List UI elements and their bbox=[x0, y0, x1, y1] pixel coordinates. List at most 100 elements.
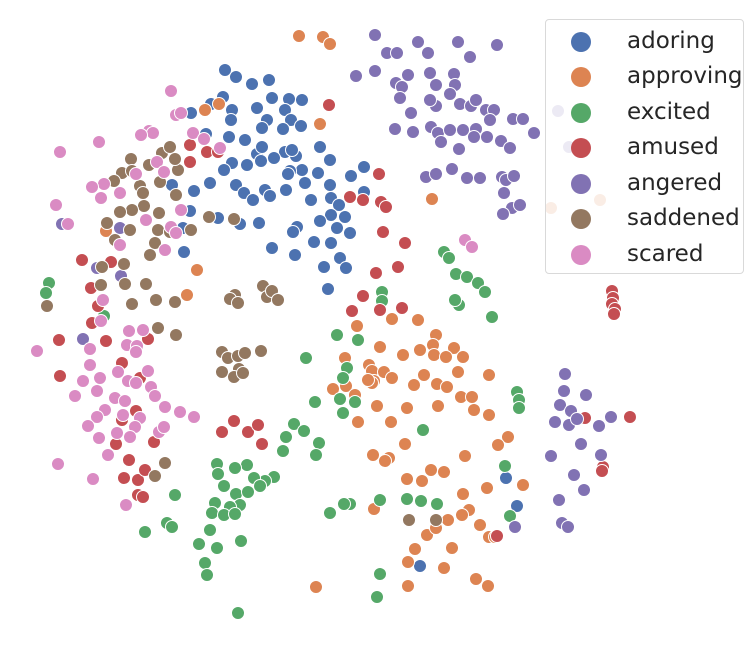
point-adoring bbox=[177, 245, 191, 259]
point-angered bbox=[368, 64, 382, 78]
point-angered bbox=[544, 449, 558, 463]
legend-item-excited: excited bbox=[546, 94, 745, 130]
legend-item-amused: amused bbox=[546, 129, 745, 165]
point-angered bbox=[463, 50, 477, 64]
point-approving bbox=[401, 555, 415, 569]
legend-item-saddened: saddened bbox=[546, 200, 745, 236]
point-scared bbox=[92, 135, 106, 149]
point-excited bbox=[400, 492, 414, 506]
point-angered bbox=[445, 162, 459, 176]
point-approving bbox=[469, 572, 483, 586]
point-amused bbox=[623, 410, 637, 424]
point-adoring bbox=[245, 77, 259, 91]
point-excited bbox=[442, 251, 456, 265]
point-approving bbox=[465, 390, 479, 404]
point-scared bbox=[97, 177, 111, 191]
legend-marker-scared bbox=[571, 245, 591, 265]
point-angered bbox=[490, 38, 504, 52]
legend-marker-amused bbox=[571, 138, 591, 158]
point-approving bbox=[401, 579, 415, 593]
point-scared bbox=[94, 191, 108, 205]
point-scared bbox=[186, 126, 200, 140]
point-approving bbox=[407, 378, 421, 392]
point-saddened bbox=[271, 293, 285, 307]
point-adoring bbox=[330, 221, 344, 235]
legend-label-approving: approving bbox=[627, 63, 743, 89]
point-approving bbox=[427, 348, 441, 362]
point-approving bbox=[473, 518, 487, 532]
point-excited bbox=[241, 485, 255, 499]
point-adoring bbox=[510, 499, 524, 513]
point-angered bbox=[443, 87, 457, 101]
point-amused bbox=[376, 225, 390, 239]
point-angered bbox=[421, 46, 435, 60]
point-approving bbox=[482, 368, 496, 382]
point-approving bbox=[451, 365, 465, 379]
point-amused bbox=[52, 333, 66, 347]
point-scared bbox=[116, 408, 130, 422]
point-saddened bbox=[254, 344, 268, 358]
point-approving bbox=[437, 465, 451, 479]
point-adoring bbox=[285, 143, 299, 157]
point-saddened bbox=[100, 216, 114, 230]
point-adoring bbox=[313, 140, 327, 154]
point-excited bbox=[330, 328, 344, 342]
legend-label-excited: excited bbox=[627, 99, 711, 125]
point-approving bbox=[417, 368, 431, 382]
point-approving bbox=[441, 513, 455, 527]
point-scared bbox=[141, 364, 155, 378]
point-excited bbox=[165, 520, 179, 534]
points-layer bbox=[30, 28, 637, 620]
point-adoring bbox=[187, 184, 201, 198]
point-adoring bbox=[255, 121, 269, 135]
point-scared bbox=[187, 410, 201, 424]
point-adoring bbox=[343, 226, 357, 240]
point-scared bbox=[76, 374, 90, 388]
point-adoring bbox=[307, 235, 321, 249]
point-saddened bbox=[143, 248, 157, 262]
point-angered bbox=[469, 93, 483, 107]
point-saddened bbox=[118, 277, 132, 291]
point-scared bbox=[118, 394, 132, 408]
point-angered bbox=[473, 171, 487, 185]
point-scared bbox=[96, 293, 110, 307]
point-scared bbox=[85, 180, 99, 194]
point-excited bbox=[337, 497, 351, 511]
point-amused bbox=[215, 425, 229, 439]
point-approving bbox=[180, 288, 194, 302]
point-adoring bbox=[286, 225, 300, 239]
legend-label-amused: amused bbox=[627, 134, 719, 160]
point-excited bbox=[348, 395, 362, 409]
point-excited bbox=[234, 534, 248, 548]
point-saddened bbox=[184, 223, 198, 237]
point-excited bbox=[279, 430, 293, 444]
point-approving bbox=[408, 542, 422, 556]
point-excited bbox=[414, 494, 428, 508]
point-adoring bbox=[332, 198, 346, 212]
point-adoring bbox=[229, 70, 243, 84]
point-angered bbox=[388, 122, 402, 136]
point-adoring bbox=[338, 210, 352, 224]
point-scared bbox=[83, 358, 97, 372]
point-adoring bbox=[313, 214, 327, 228]
point-angered bbox=[411, 35, 425, 49]
point-scared bbox=[174, 203, 188, 217]
point-approving bbox=[361, 373, 375, 387]
point-excited bbox=[373, 493, 387, 507]
point-amused bbox=[183, 138, 197, 152]
point-saddened bbox=[136, 186, 150, 200]
point-approving bbox=[491, 438, 505, 452]
point-angered bbox=[393, 91, 407, 105]
point-scared bbox=[465, 240, 479, 254]
point-approving bbox=[413, 343, 427, 357]
point-approving bbox=[384, 415, 398, 429]
point-saddened bbox=[125, 203, 139, 217]
point-excited bbox=[210, 541, 224, 555]
point-scared bbox=[213, 141, 227, 155]
point-scared bbox=[158, 243, 172, 257]
point-scared bbox=[174, 106, 188, 120]
point-approving bbox=[480, 481, 494, 495]
point-adoring bbox=[265, 241, 279, 255]
point-approving bbox=[190, 263, 204, 277]
